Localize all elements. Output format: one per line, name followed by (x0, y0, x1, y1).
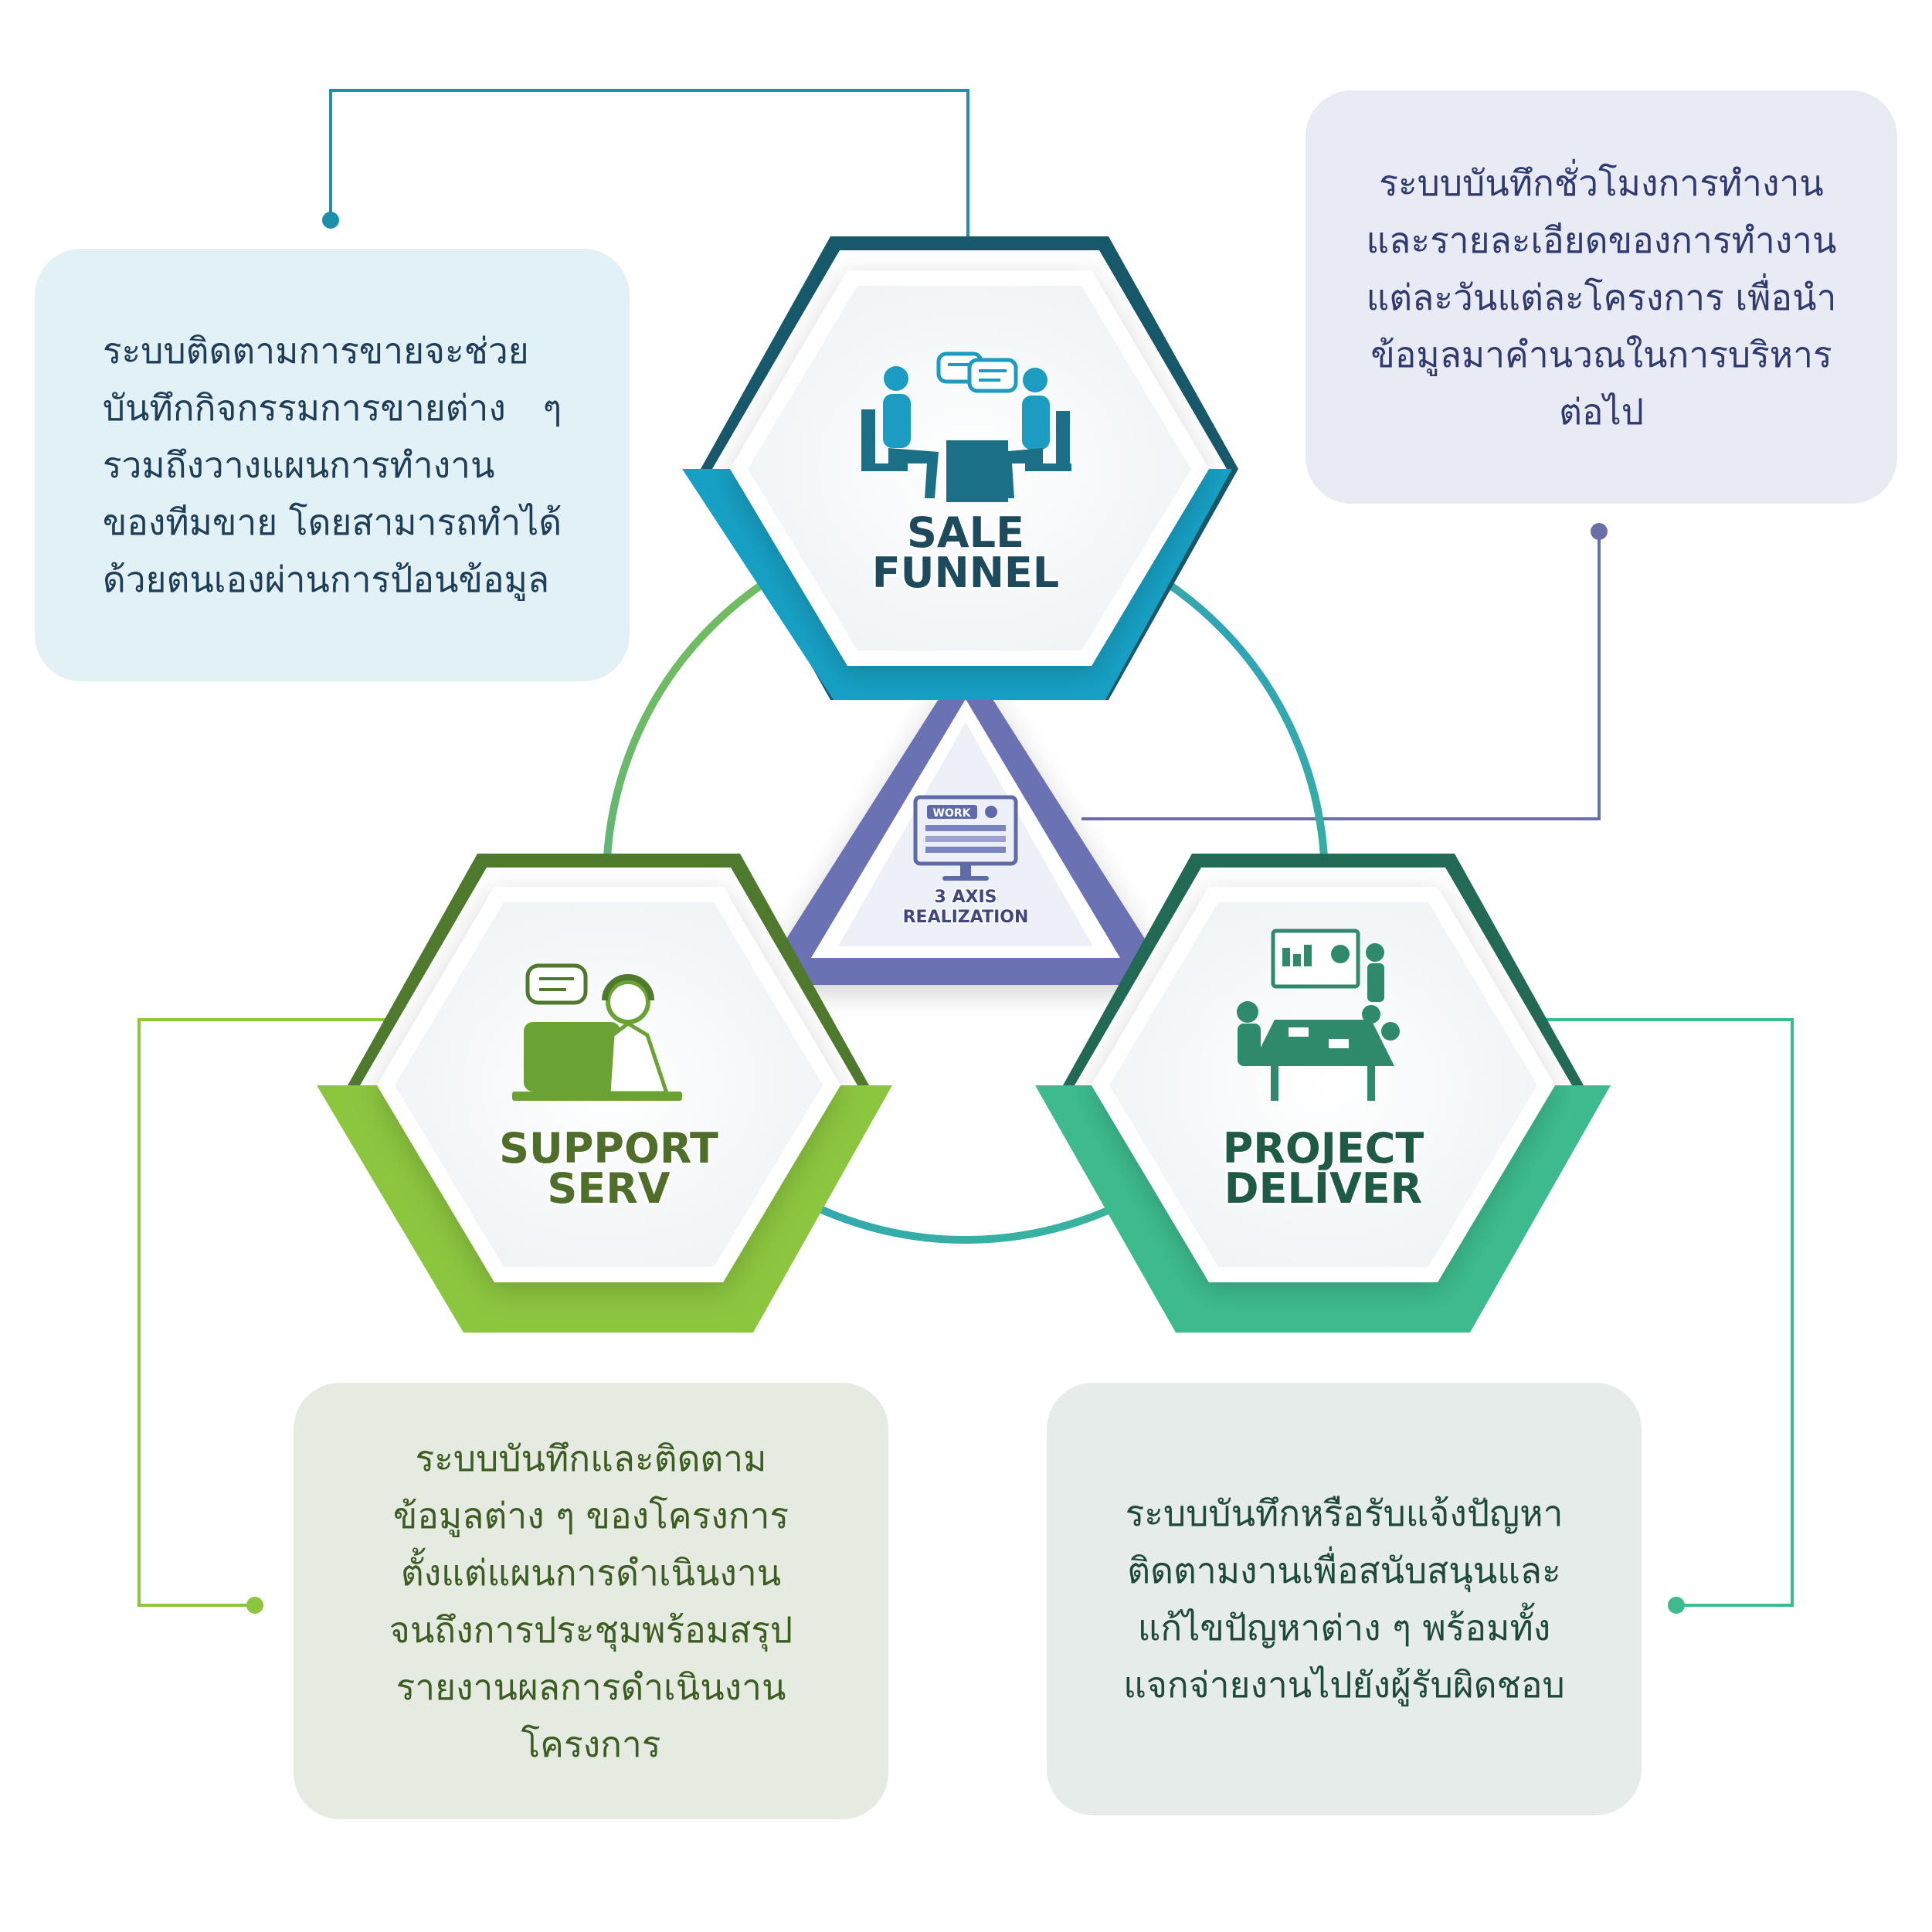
work-badge: WORK (933, 807, 972, 820)
project-deliver-description-card: ระบบบันทึกหรือรับแจ้งปัญหา ติดตามงานเพื่… (1047, 1383, 1642, 1815)
project-title-line2: DELIVER (1224, 1164, 1422, 1213)
connector-sale (322, 89, 969, 255)
support-serv-description: ระบบบันทึกและติดตาม ข้อมูลต่าง ๆ ของโครง… (389, 1437, 793, 1765)
hexagon-project-deliver (1035, 854, 1611, 1333)
center-label-line2: REALIZATION (903, 908, 1029, 927)
support-title-line2: SERV (547, 1164, 670, 1213)
project-title-line1: PROJECT (1223, 1124, 1424, 1173)
hexagon-support-serv (317, 854, 892, 1333)
work-monitor-icon: WORK (913, 795, 1018, 881)
connector-project-hours (1081, 523, 1608, 820)
customer-support-icon (512, 963, 682, 1101)
support-title-line1: SUPPORT (499, 1124, 718, 1173)
center-label-line1: 3 AXIS (935, 888, 997, 907)
work-hours-description-card: ระบบบันทึกชั่วโมงการทำงาน และรายละเอียดข… (1306, 90, 1897, 504)
project-deliver-description: ระบบบันทึกหรือรับแจ้งปัญหา ติดตามงานเพื่… (1123, 1492, 1565, 1706)
project-meeting-icon (1237, 929, 1400, 1101)
sales-meeting-icon (861, 351, 1071, 502)
sale-title-line1: SALE (907, 508, 1024, 557)
support-serv-description-card: ระบบบันทึกและติดตาม ข้อมูลต่าง ๆ ของโครง… (294, 1383, 888, 1819)
sale-title-line2: FUNNEL (872, 548, 1059, 597)
sale-funnel-description: ระบบติดตามการขายจะช่วย บันทึกกิจกรรมการข… (102, 330, 562, 600)
sale-funnel-description-card: ระบบติดตามการขายจะช่วย บันทึกกิจกรรมการข… (35, 249, 630, 681)
work-hours-description: ระบบบันทึกชั่วโมงการทำงาน และรายละเอียดข… (1366, 161, 1837, 433)
connector-support (138, 1018, 433, 1614)
connector-deliver (1499, 1018, 1794, 1614)
